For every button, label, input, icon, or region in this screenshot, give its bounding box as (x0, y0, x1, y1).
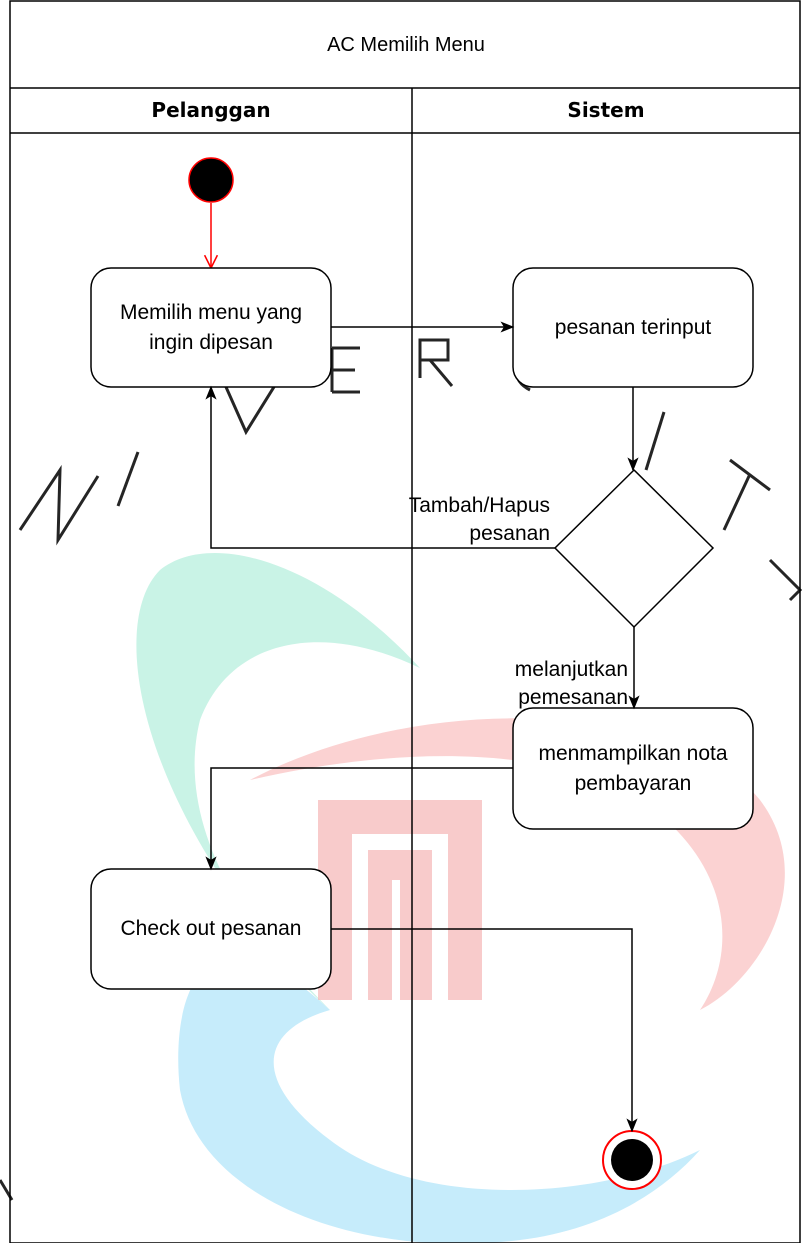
activity-check-out (90, 868, 332, 990)
edge-label-melanjutkan: melanjutkan pemesanan (514, 658, 628, 709)
watermark-teal-arc (136, 553, 420, 1010)
activity-memilih-menu (90, 267, 332, 388)
diagram-title: AC Memilih Menu (327, 34, 485, 56)
watermark-blue-arc (178, 957, 700, 1243)
control-flows (205, 321, 640, 1133)
final-node-dot (611, 1139, 653, 1181)
flow-nota-to-checkout (205, 767, 513, 871)
lane-header-sistem: Sistem (567, 98, 644, 122)
diagram-header: AC Memilih Menu (327, 34, 485, 56)
initial-node (188, 157, 234, 203)
lane-header-pelanggan: Pelanggan (151, 98, 270, 122)
decision-node (553, 468, 715, 629)
activity-menampilkan-nota (512, 707, 754, 830)
lane-headers: Pelanggan Sistem (151, 98, 644, 122)
flow-checkout-to-final (331, 928, 638, 1133)
watermark-logo-mark (318, 800, 482, 1000)
swimlane-frame (9, 0, 801, 1243)
activity-pesanan-terinput (512, 267, 754, 388)
flow-decision-back-to-menu (205, 385, 555, 549)
edge-label-tambah-hapus: Tambah/Hapus pesanan (408, 494, 550, 545)
